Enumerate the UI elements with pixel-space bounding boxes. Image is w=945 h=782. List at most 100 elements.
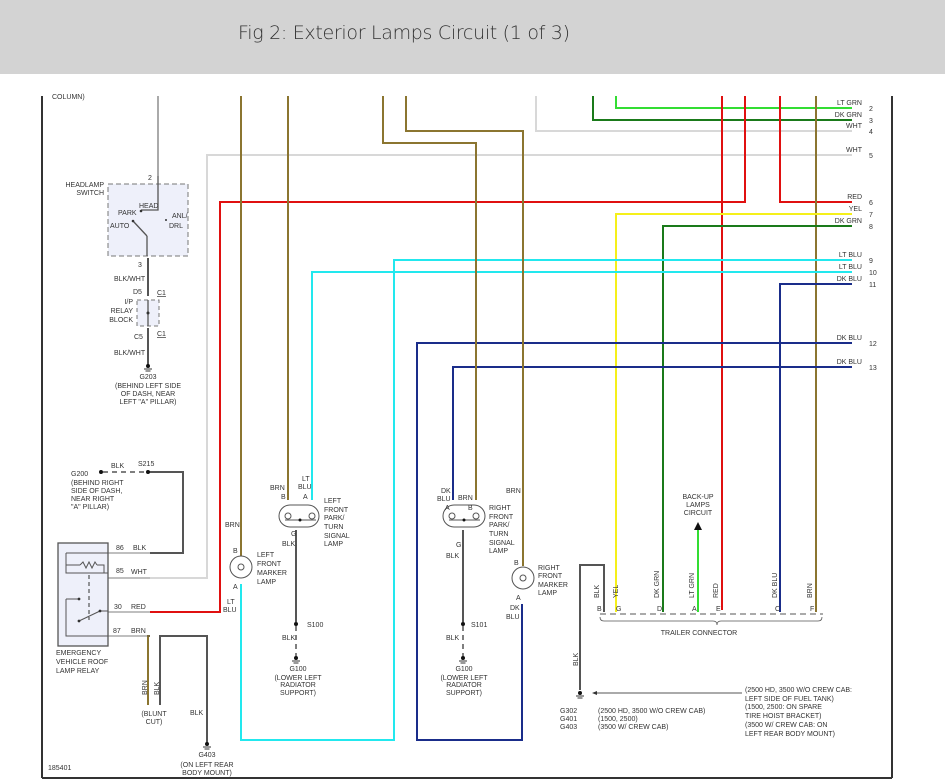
- headlamp-pin-3: 3: [138, 262, 142, 269]
- connector-row-wire-label: LT BLU: [839, 264, 862, 271]
- right-g100-id: G100: [455, 666, 472, 673]
- left-park-label-4: TURN: [324, 524, 343, 531]
- rear-note-3: (1500, 2500: ON SPARE: [745, 704, 822, 711]
- left-park-pin-a: A: [303, 494, 308, 501]
- wire-red-vertical-2: [150, 96, 746, 613]
- connector-row-number: 4: [869, 129, 873, 136]
- g200-desc-2: SIDE OF DASH,: [71, 488, 122, 495]
- relay-block-wire-top: BLK/WHT: [114, 276, 146, 283]
- g403-left-desc-2: BODY MOUNT): [182, 770, 232, 777]
- g200-wire: BLK: [111, 463, 125, 470]
- trailer-pin-wire-color: RED: [713, 583, 720, 598]
- relay-pin-87: 87: [113, 628, 121, 635]
- g200-desc-3: NEAR RIGHT: [71, 496, 115, 503]
- trailer-pin-wire-color: YEL: [613, 585, 620, 598]
- relay-wire-85: WHT: [131, 569, 148, 576]
- relay-block-conn-bottom: C1: [157, 331, 166, 338]
- blunt-label-1: (BLUNT: [141, 711, 167, 718]
- figure-title: Fig 2: Exterior Lamps Circuit (1 of 3): [238, 22, 570, 44]
- relay-pin-85: 85: [116, 568, 124, 575]
- relay-pin-30: 30: [114, 604, 122, 611]
- relay-block-label-3: BLOCK: [109, 317, 133, 324]
- emergency-roof-lamp-relay: 86 BLK 85 WHT 30 RED 87 BRN EMERGENCY VE…: [56, 542, 150, 675]
- g403-left-wire: BLK: [190, 710, 204, 717]
- connector-row-number: 11: [869, 282, 876, 289]
- blunt-wire-blk: BLK: [154, 681, 161, 695]
- connector-row-wire-label: YEL: [849, 206, 862, 213]
- wire-dk-grn-8: [662, 225, 852, 612]
- connector-row-wire-label: DK GRN: [835, 112, 862, 119]
- left-front-park-turn-lamp: BRN B LT BLU A G BLK LEFT FRONT PARK/ TU…: [270, 476, 350, 697]
- connector-row-wire-label: DK BLU: [837, 359, 862, 366]
- left-marker-label-2: FRONT: [257, 561, 282, 568]
- relay-block-pin-d5: D5: [133, 289, 142, 296]
- relay-block-label-1: I/P: [124, 299, 133, 306]
- rear-ground-id: G302: [560, 708, 577, 715]
- right-park-label-2: FRONT: [489, 514, 514, 521]
- left-marker-wire-bottom-1: LT: [227, 599, 235, 606]
- g200-desc-4: "A" PILLAR): [71, 504, 109, 511]
- g203-id: G203: [139, 374, 156, 381]
- splice-s101: S101: [471, 622, 487, 629]
- relay-wire-87: BRN: [131, 628, 146, 635]
- backup-label-1: BACK-UP: [682, 494, 713, 501]
- right-park-wire-a-1: DK: [441, 488, 451, 495]
- trailer-pin-letter: G: [616, 606, 621, 613]
- relay-wire-30: RED: [131, 604, 146, 611]
- right-marker-wire-bottom-2: BLU: [506, 614, 520, 621]
- left-park-label-3: PARK/: [324, 515, 345, 522]
- right-park-label-4: TURN: [489, 531, 508, 538]
- trailer-pin-letter: B: [597, 606, 602, 613]
- connector-row-wire-label: LT BLU: [839, 252, 862, 259]
- trailer-pin-letter: C: [775, 606, 780, 613]
- connector-row-wire-label: DK BLU: [837, 335, 862, 342]
- wire-dk-grn-3: [592, 96, 852, 121]
- right-park-pin-a: A: [445, 505, 450, 512]
- left-g100-desc-1: (LOWER LEFT: [274, 675, 322, 682]
- right-park-pin-b: B: [468, 505, 473, 512]
- right-park-label-1: RIGHT: [489, 505, 512, 512]
- connector-row-wire-label: WHT: [846, 123, 863, 130]
- rear-ground-desc: (2500 HD, 3500 W/O CREW CAB): [598, 708, 705, 715]
- connector-row-wire-label: DK GRN: [835, 218, 862, 225]
- right-g100-desc-2: RADIATOR: [446, 682, 482, 689]
- rear-note-1: (2500 HD, 3500 W/O CREW CAB:: [745, 687, 852, 694]
- splice-s215: S215: [138, 461, 154, 468]
- top-cut-text: COLUMN): [52, 94, 85, 101]
- wire-blk-blunt-g403: [159, 635, 208, 744]
- left-marker-label-3: MARKER: [257, 570, 287, 577]
- ground-g403-left: BLK G403 (ON LEFT REAR BODY MOUNT): [180, 710, 233, 777]
- connector-row-number: 5: [869, 153, 873, 160]
- trailer-pin-wire-color: BRN: [807, 583, 814, 598]
- wire-lt-blu-10: [311, 271, 852, 500]
- connector-row-wire-label: DK BLU: [837, 276, 862, 283]
- left-park-label-2: FRONT: [324, 507, 349, 514]
- right-marker-label-3: MARKER: [538, 582, 568, 589]
- connector-row-number: 3: [869, 118, 873, 125]
- connector-row-number: 2: [869, 106, 873, 113]
- blunt-cut: BRN BLK (BLUNT CUT): [141, 680, 167, 726]
- right-marker-pin-b: B: [514, 560, 519, 567]
- trailer-pin-letter: F: [810, 606, 814, 613]
- g200-desc-1: (BEHIND RIGHT: [71, 480, 124, 487]
- wire-blk-trailer-b: [579, 564, 605, 690]
- left-park-label-1: LEFT: [324, 498, 342, 505]
- connector-row-wire-label: WHT: [846, 147, 863, 154]
- right-park-label-6: LAMP: [489, 548, 508, 555]
- left-park-wire-g: BLK: [282, 541, 296, 548]
- left-marker-wire-bottom-2: BLU: [223, 607, 237, 614]
- ground-g200: G200 BLK S215 (BEHIND RIGHT SIDE OF DASH…: [71, 461, 154, 511]
- right-front-marker-lamp: BRN B A DK BLU RIGHT FRONT MARKER LAMP: [506, 488, 568, 621]
- left-park-label-5: SIGNAL: [324, 533, 350, 540]
- connector-row-number: 6: [869, 200, 873, 207]
- right-park-label-3: PARK/: [489, 522, 510, 529]
- left-g100-desc-2: RADIATOR: [280, 682, 316, 689]
- rear-ground-arrow-icon: [592, 691, 597, 695]
- trailer-pin-letter: D: [657, 606, 662, 613]
- headlamp-switch-label-2: SWITCH: [76, 190, 104, 197]
- blunt-label-2: CUT): [146, 719, 163, 726]
- rear-note-2: LEFT SIDE OF FUEL TANK): [745, 696, 834, 703]
- wire-red-6: [779, 96, 852, 203]
- right-front-park-turn-lamp: DK BLU A BRN B G BLK RIGHT FRONT PARK/ T…: [437, 488, 515, 697]
